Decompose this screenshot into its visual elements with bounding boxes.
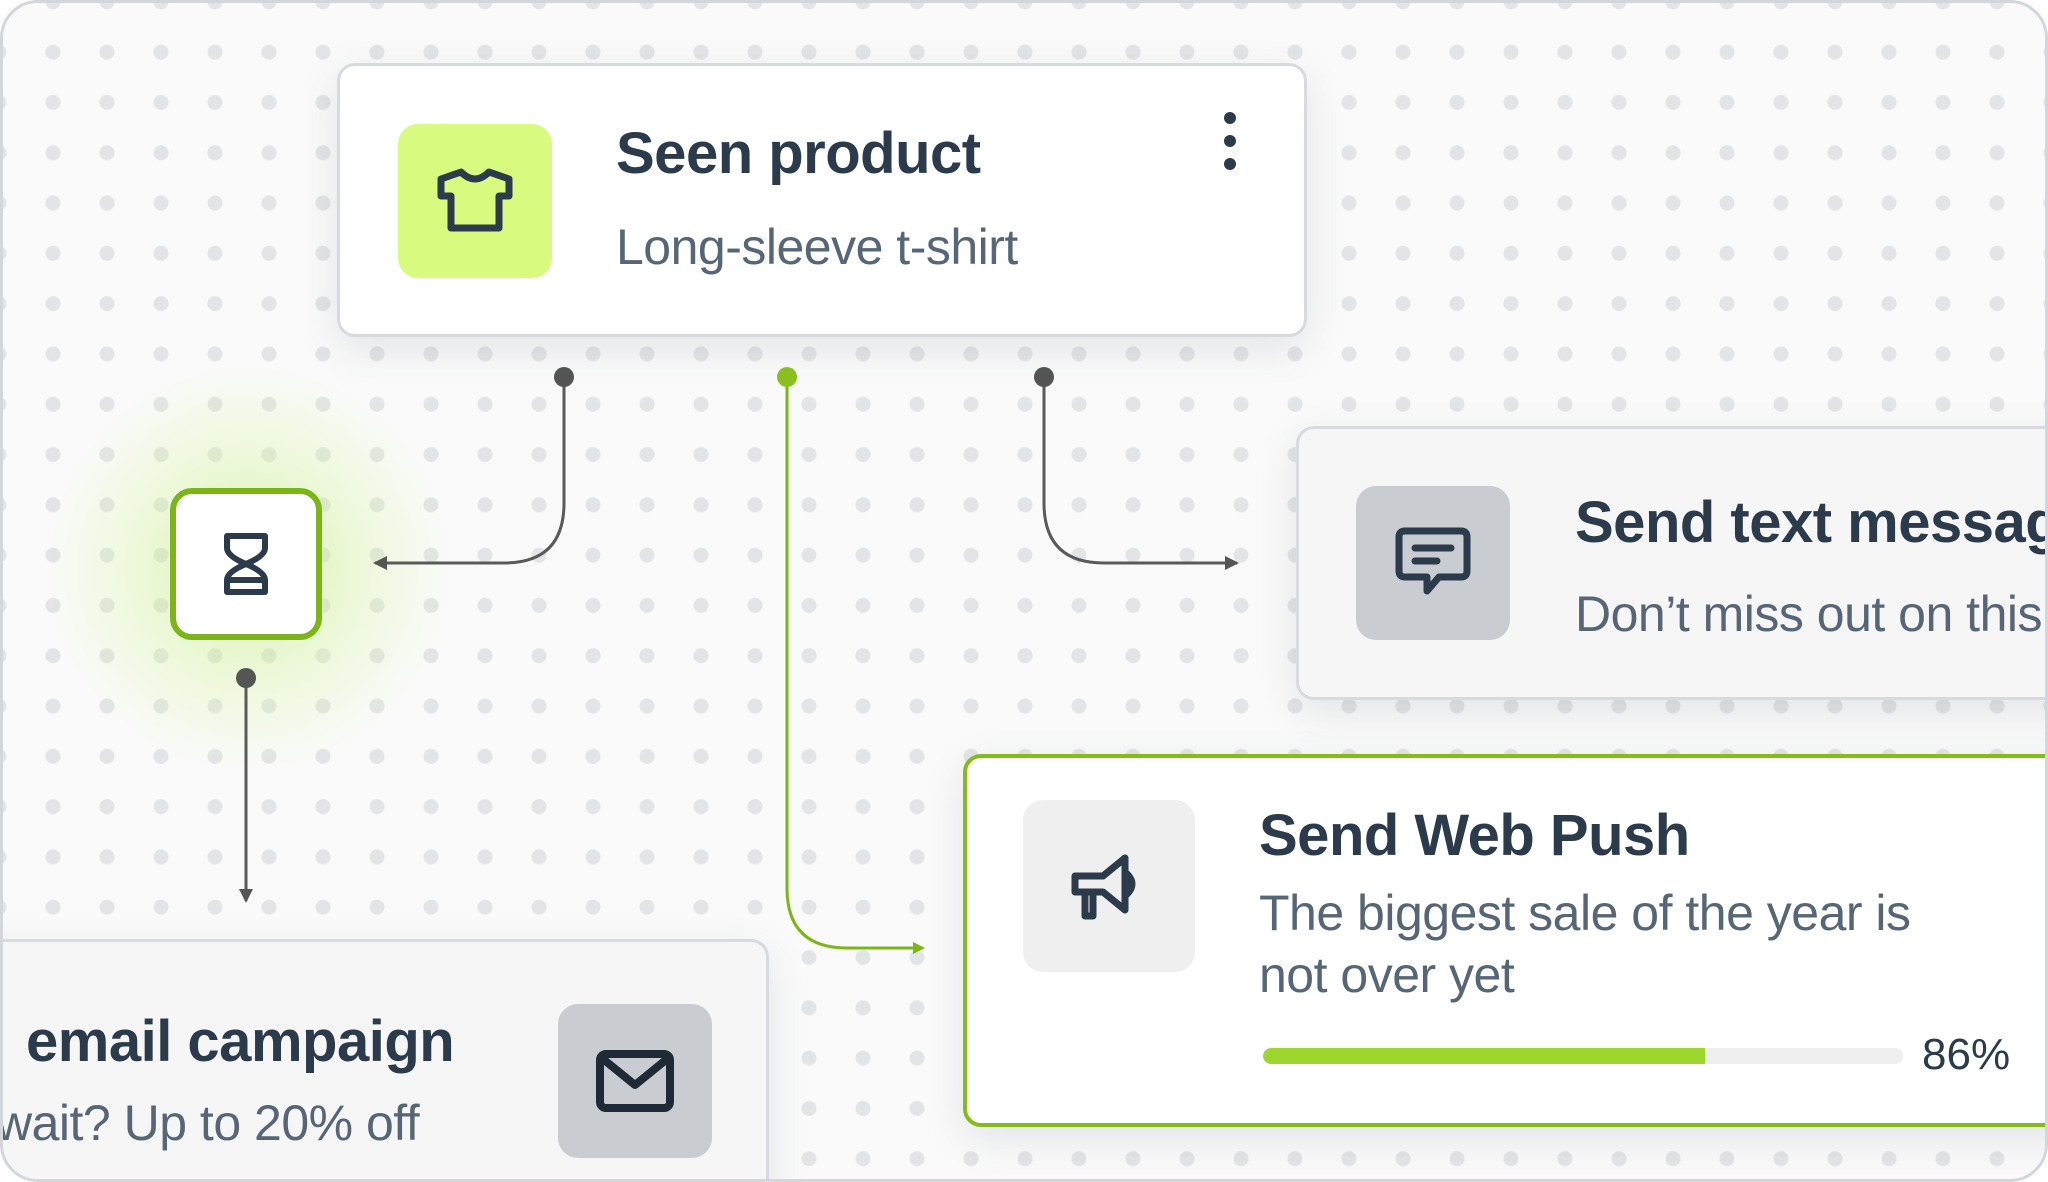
chat-bubble-icon (1356, 486, 1510, 640)
node-subtitle: wait? Up to 20% off (0, 1095, 420, 1151)
node-subtitle: The biggest sale of the year is (1259, 885, 1911, 941)
hourglass-icon (224, 533, 268, 595)
node-title: Seen product (616, 121, 981, 186)
seen-product-node[interactable]: Seen product Long-sleeve t-shirt (337, 63, 1307, 337)
send-web-push-node[interactable]: Send Web Push The biggest sale of the ye… (963, 754, 2045, 1127)
output-port (1034, 367, 1054, 387)
progress-fill (1263, 1048, 1705, 1064)
output-port (554, 367, 574, 387)
send-text-message-node[interactable]: Send text message Don’t miss out on this (1296, 426, 2048, 700)
node-subtitle: not over yet (1259, 947, 1515, 1003)
envelope-icon (558, 1004, 712, 1158)
node-subtitle: Don’t miss out on this (1575, 586, 2042, 642)
node-subtitle: Long-sleeve t-shirt (616, 219, 1018, 275)
output-port (236, 668, 256, 688)
node-title: Send Web Push (1259, 803, 1690, 868)
megaphone-icon (1023, 800, 1195, 972)
progress-label: 86% (1922, 1030, 2011, 1079)
connector-to-text-message (1042, 377, 1239, 570)
connector-to-wait (373, 377, 566, 570)
connectors (236, 367, 1239, 954)
email-campaign-node[interactable]: email campaign wait? Up to 20% off (0, 939, 769, 1179)
node-title: Send text message (1575, 490, 2048, 555)
wait-node[interactable] (170, 488, 322, 640)
kebab-menu-icon[interactable] (1218, 110, 1242, 172)
progress-bar (1263, 1048, 1903, 1064)
output-port (777, 367, 797, 387)
tshirt-icon (398, 124, 552, 278)
node-title: email campaign (26, 1009, 455, 1074)
connector-to-web-push (785, 377, 925, 954)
